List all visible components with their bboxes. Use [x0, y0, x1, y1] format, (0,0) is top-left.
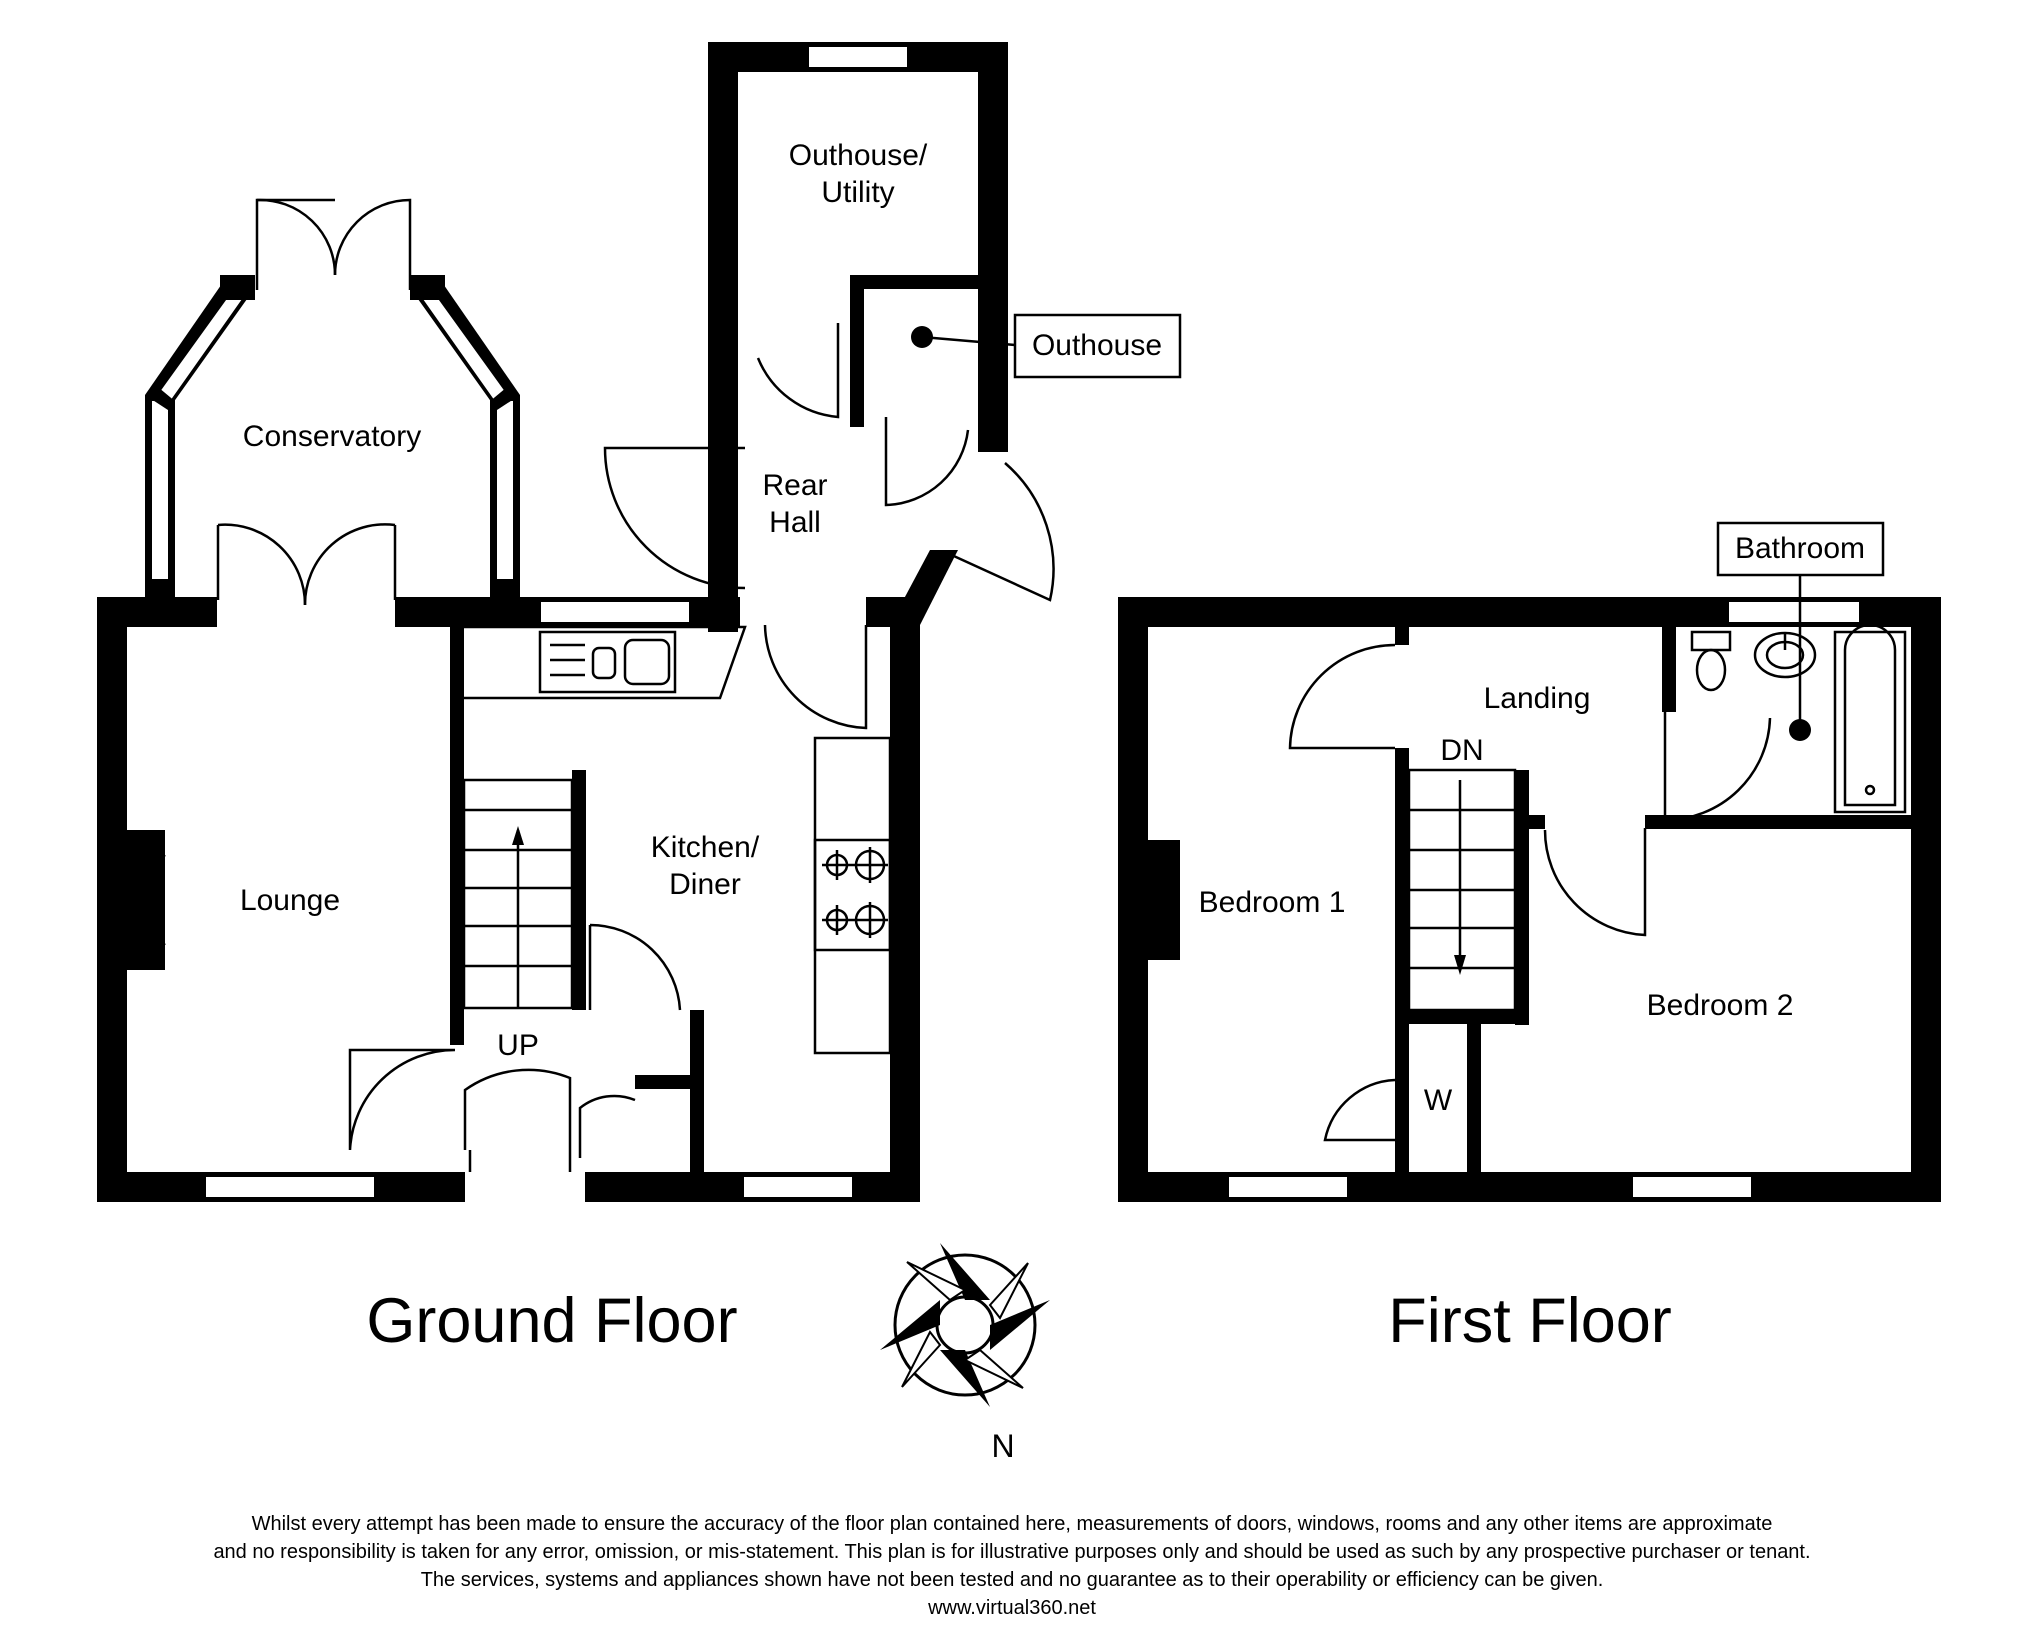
conservatory-structure [145, 198, 520, 606]
disclaimer-line-3: The services, systems and appliances sho… [421, 1569, 1604, 1591]
ground-doors [348, 923, 682, 1172]
first-floor-title: First Floor [1388, 1286, 1672, 1356]
fireplace-icon [127, 830, 166, 970]
wall-first-east [1911, 597, 1941, 1202]
wall-ground-east [890, 625, 920, 1202]
hob-icon [813, 838, 892, 952]
first-floor-labels: Bathroom Landing DN Bedroom 1 Bedroom 2 … [1199, 532, 1865, 1356]
disclaimer-line-2: and no responsibility is taken for any e… [213, 1541, 1810, 1563]
wall-first-west [1118, 597, 1148, 1202]
label-conservatory: Conservatory [243, 420, 421, 453]
first-doors [1288, 643, 1772, 1142]
wall-bed2-north [1515, 815, 1545, 829]
label-landing: Landing [1484, 682, 1591, 715]
label-bathroom-callout: Bathroom [1735, 532, 1865, 565]
wall-bath-west [1662, 620, 1676, 712]
window-bathroom [1727, 600, 1861, 624]
disclaimer-line-1: Whilst every attempt has been made to en… [252, 1513, 1773, 1535]
label-kitchen-diner-1: Kitchen/ [651, 831, 760, 864]
label-outhouse-callout: Outhouse [1032, 329, 1162, 362]
sink-icon [538, 630, 677, 694]
label-rear-hall-2: Hall [769, 506, 821, 539]
label-outhouse-utility-1: Outhouse/ [789, 139, 928, 172]
wall-cupboard [635, 1075, 695, 1089]
stairs-up [462, 778, 574, 1010]
wall-stair-east [1515, 770, 1529, 1025]
compass-rose-icon [880, 1243, 1050, 1407]
label-stairs-up: UP [497, 1029, 539, 1062]
wall-wardrobe-east [1467, 1020, 1481, 1180]
outhouse-callout-box [1013, 313, 1182, 379]
bathroom-fittings [1690, 521, 1907, 814]
disclaimer: Whilst every attempt has been made to en… [213, 1513, 1810, 1619]
wall-stair-south [1395, 1010, 1529, 1024]
label-bedroom-2: Bedroom 2 [1647, 989, 1794, 1022]
wall-lounge-kitchen [450, 620, 464, 1045]
wall-ground-west [97, 597, 127, 1202]
kitchen-fittings [464, 625, 892, 1055]
ground-floor-title: Ground Floor [366, 1286, 737, 1356]
bath-icon [1833, 623, 1907, 814]
label-wardrobe: W [1424, 1084, 1453, 1117]
first-floor-plan [1118, 521, 1941, 1202]
chimney-breast [1148, 840, 1180, 960]
window-kitchen [742, 1175, 854, 1199]
compass-north-label: N [991, 1428, 1014, 1464]
window-bedroom-2 [1631, 1175, 1753, 1199]
window-bedroom-1 [1227, 1175, 1349, 1199]
window-kitchen-north [539, 600, 691, 624]
stairs-down [1407, 768, 1517, 1012]
outhouse-structure [603, 42, 1182, 730]
label-rear-hall-1: Rear [762, 469, 827, 502]
basin-icon [1753, 631, 1817, 679]
wall-bath-south [1645, 815, 1915, 829]
label-bedroom-1: Bedroom 1 [1199, 886, 1346, 919]
toilet-icon [1690, 630, 1732, 692]
ground-floor-labels: Outhouse/ Utility Outhouse Conservatory … [240, 139, 1162, 1356]
wall-stair-east [572, 770, 586, 1010]
label-kitchen-diner-2: Diner [669, 868, 741, 901]
disclaimer-website: www.virtual360.net [927, 1597, 1096, 1619]
label-stairs-down: DN [1440, 734, 1483, 767]
window-lounge [204, 1175, 376, 1199]
wall-bed1-landing [1395, 620, 1409, 645]
bathroom-callout-box [1716, 521, 1885, 577]
ground-floor-plan [97, 42, 1182, 1202]
wall-lobby-east [690, 1010, 704, 1185]
label-outhouse-utility-2: Utility [821, 176, 894, 209]
wall-stair-west [1395, 748, 1409, 1180]
label-lounge: Lounge [240, 884, 340, 917]
